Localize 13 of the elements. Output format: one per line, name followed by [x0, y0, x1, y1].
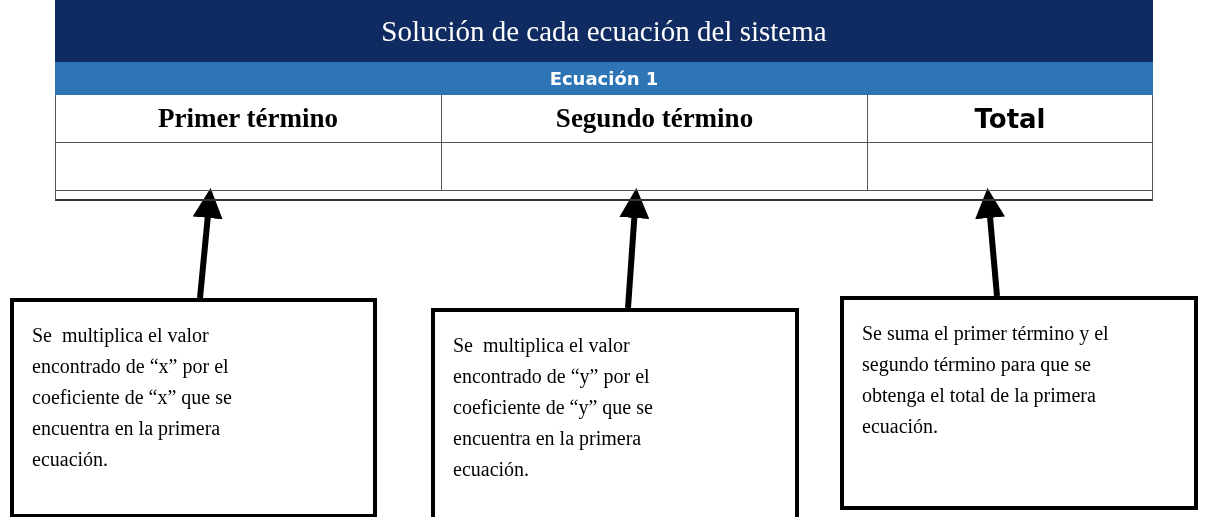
callout-box: Se suma el primer término y el segundo término para que se obtenga el total de la primera ecuación. — [840, 296, 1198, 510]
callout-box: Se multiplica el valor encontrado de “y” por el coeficiente de “y” que se encuentra en la primera ecuación. — [431, 308, 799, 517]
column-header: Segundo término — [442, 95, 868, 143]
column-header: Primer término — [55, 95, 442, 143]
table-subheader: Ecuación 1 — [55, 62, 1153, 95]
arrow — [619, 188, 650, 309]
table-cell — [442, 143, 868, 191]
arrow — [975, 188, 1006, 297]
callout-box: Se multiplica el valor encontrado de “x” por el coeficiente de “x” que se encuentra en la primera ecuación. — [10, 298, 377, 517]
table-title: Solución de cada ecuación del sistema — [55, 0, 1153, 62]
table-cell — [55, 143, 442, 191]
arrow — [192, 188, 223, 299]
column-header: Total — [868, 95, 1153, 143]
